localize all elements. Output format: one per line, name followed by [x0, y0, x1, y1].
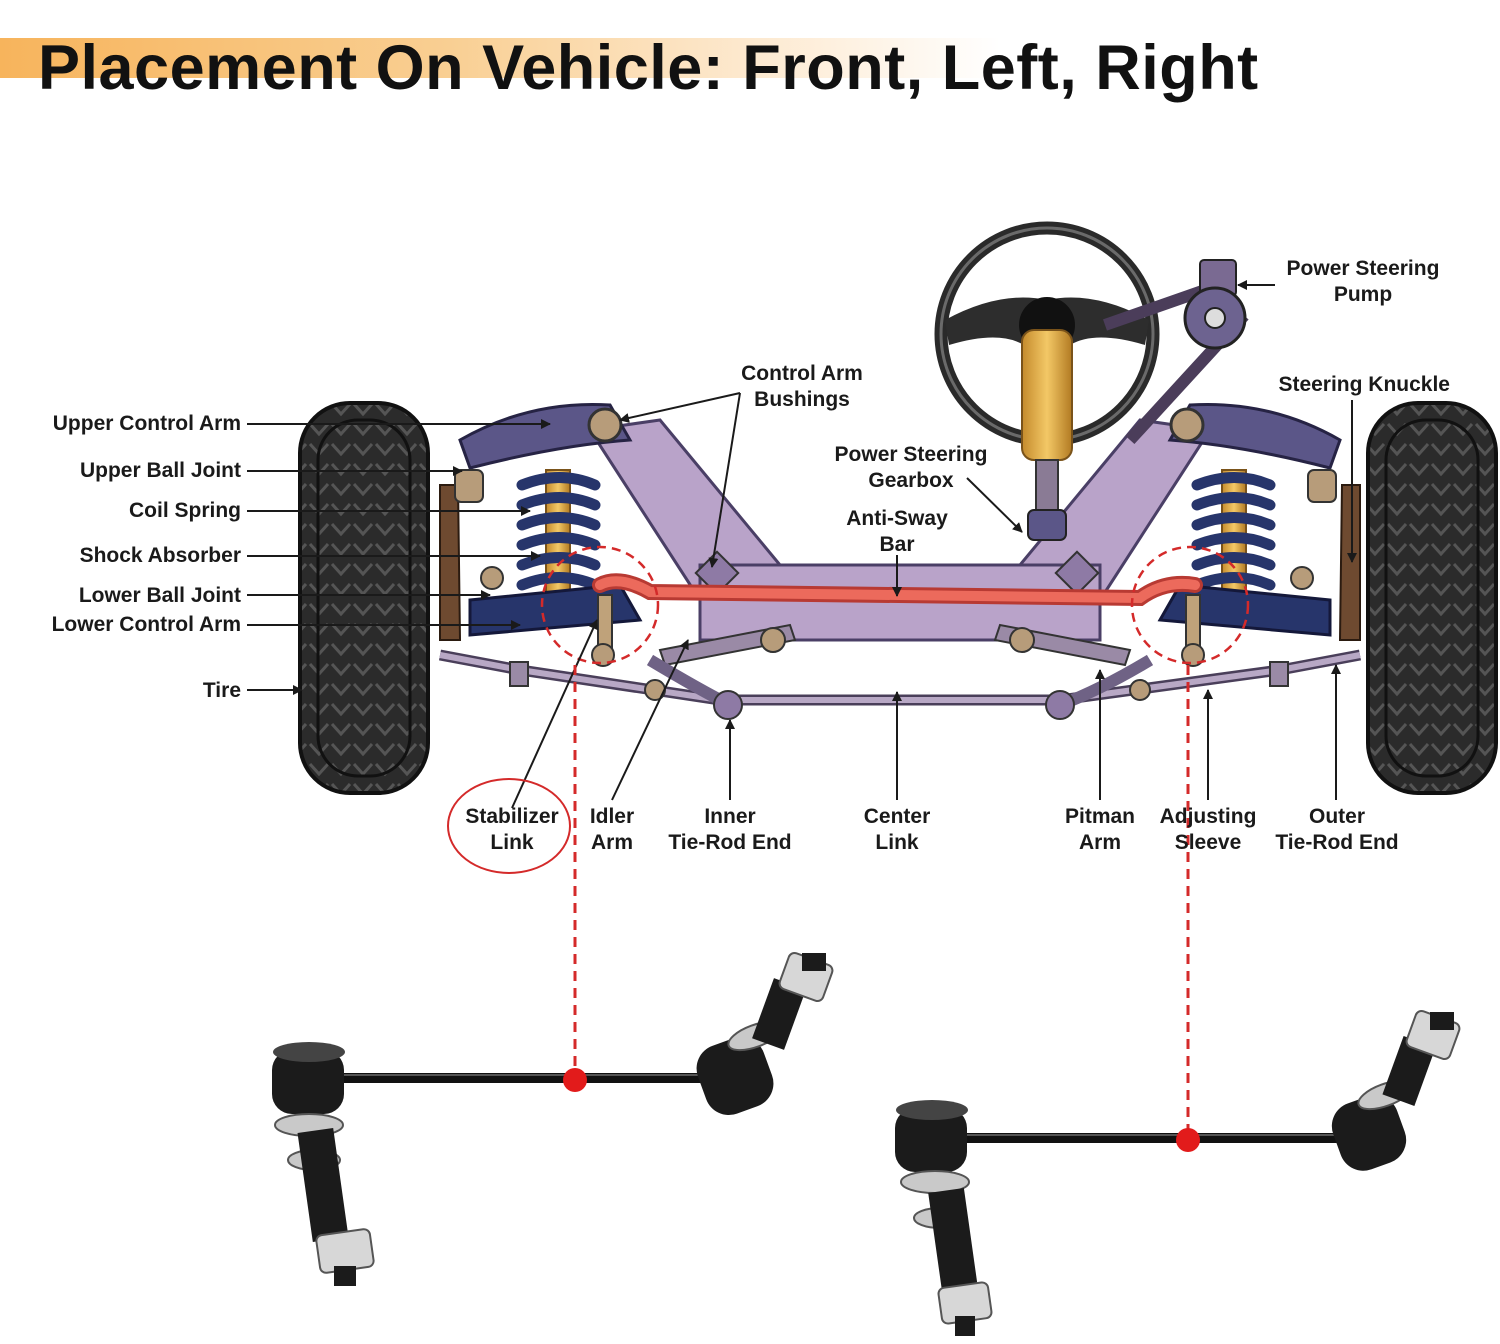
idler-pitman-arms	[658, 623, 1132, 667]
upper-control-arms	[458, 402, 1342, 470]
product-stabilizer-link-right	[895, 1009, 1461, 1336]
power-steering-pump	[1103, 259, 1249, 445]
left-tire	[298, 401, 430, 795]
label-lower-ball-joint: Lower Ball Joint	[78, 584, 241, 607]
highlight-circles	[540, 545, 1250, 665]
red-dashed-connectors	[573, 665, 1190, 1135]
steering-wheel	[934, 221, 1160, 541]
leader-lines	[247, 280, 1357, 809]
label-upper-ball-joint: Upper Ball Joint	[79, 459, 241, 482]
title-band: Placement On Vehicle: Front, Left, Right	[0, 33, 1258, 103]
product-stabilizer-link-left	[272, 951, 834, 1286]
label-upper-control-arm: Upper Control Arm	[52, 412, 241, 435]
label-steering-knuckle: Steering Knuckle	[1278, 373, 1450, 396]
center-link-tie-rods	[438, 649, 1362, 720]
page-title: Placement On Vehicle: Front, Left, Right	[38, 33, 1259, 103]
label-lower-control-arm: Lower Control Arm	[51, 613, 241, 636]
vehicle-stabilizer-links	[591, 594, 1205, 667]
label-tire: Tire	[202, 679, 241, 702]
label-coil-spring: Coil Spring	[129, 499, 241, 522]
right-tire	[1366, 401, 1498, 795]
label-shock-absorber: Shock Absorber	[79, 544, 241, 567]
stabilizer-link-callout-circle	[447, 778, 571, 874]
